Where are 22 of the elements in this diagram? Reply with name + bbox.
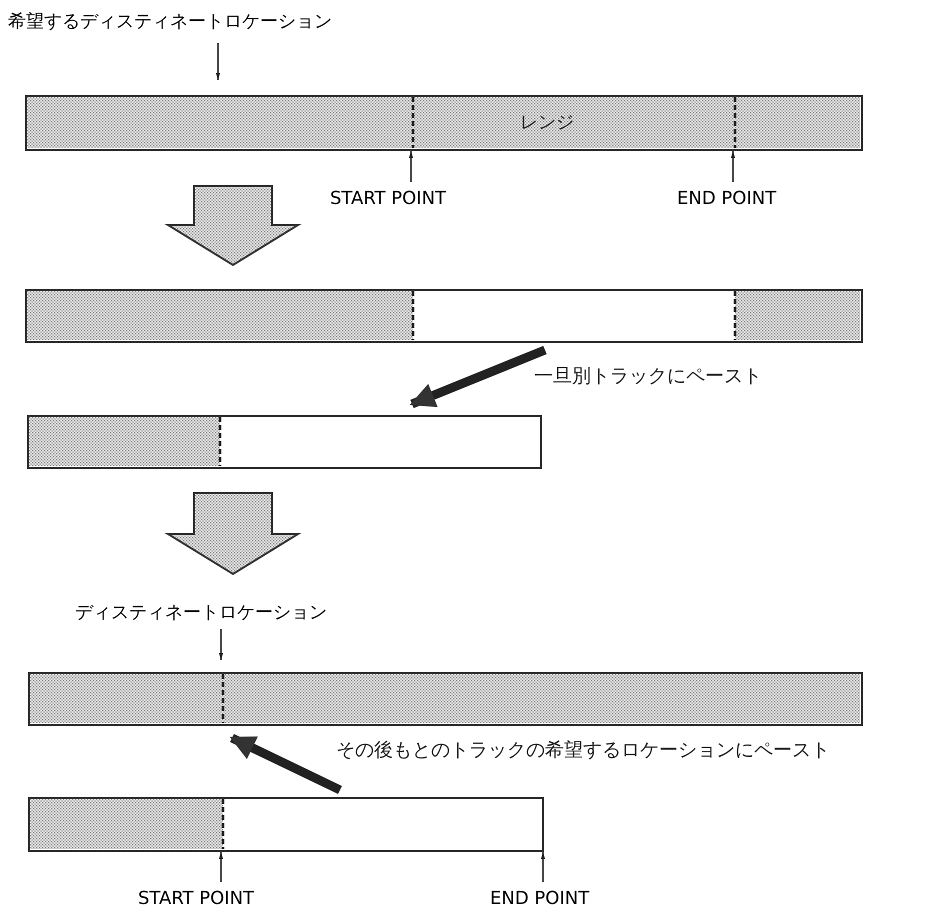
arrow <box>410 346 547 408</box>
leader-arrow <box>218 852 224 882</box>
location-label: START POINT <box>138 888 254 909</box>
arrow <box>230 734 342 794</box>
location-label: END POINT <box>490 888 590 909</box>
leader-arrow <box>408 151 414 182</box>
track-bar <box>28 797 544 852</box>
leader-arrow <box>730 151 736 182</box>
track-bar <box>25 289 863 343</box>
leader-arrow <box>218 629 224 660</box>
location-label: END POINT <box>677 188 776 209</box>
range-label: レンジ <box>520 111 574 134</box>
block-arrow <box>164 185 302 266</box>
track-bar <box>28 672 863 726</box>
track-bar <box>25 95 863 151</box>
block-arrow <box>164 492 302 576</box>
location-label: 希望するディスティネートロケーション <box>8 9 332 33</box>
location-label: START POINT <box>330 188 446 209</box>
leader-arrow <box>540 852 546 882</box>
location-label: ディスティネートロケーション <box>75 600 327 624</box>
leader-arrow <box>216 43 220 80</box>
track-bar <box>27 415 542 469</box>
